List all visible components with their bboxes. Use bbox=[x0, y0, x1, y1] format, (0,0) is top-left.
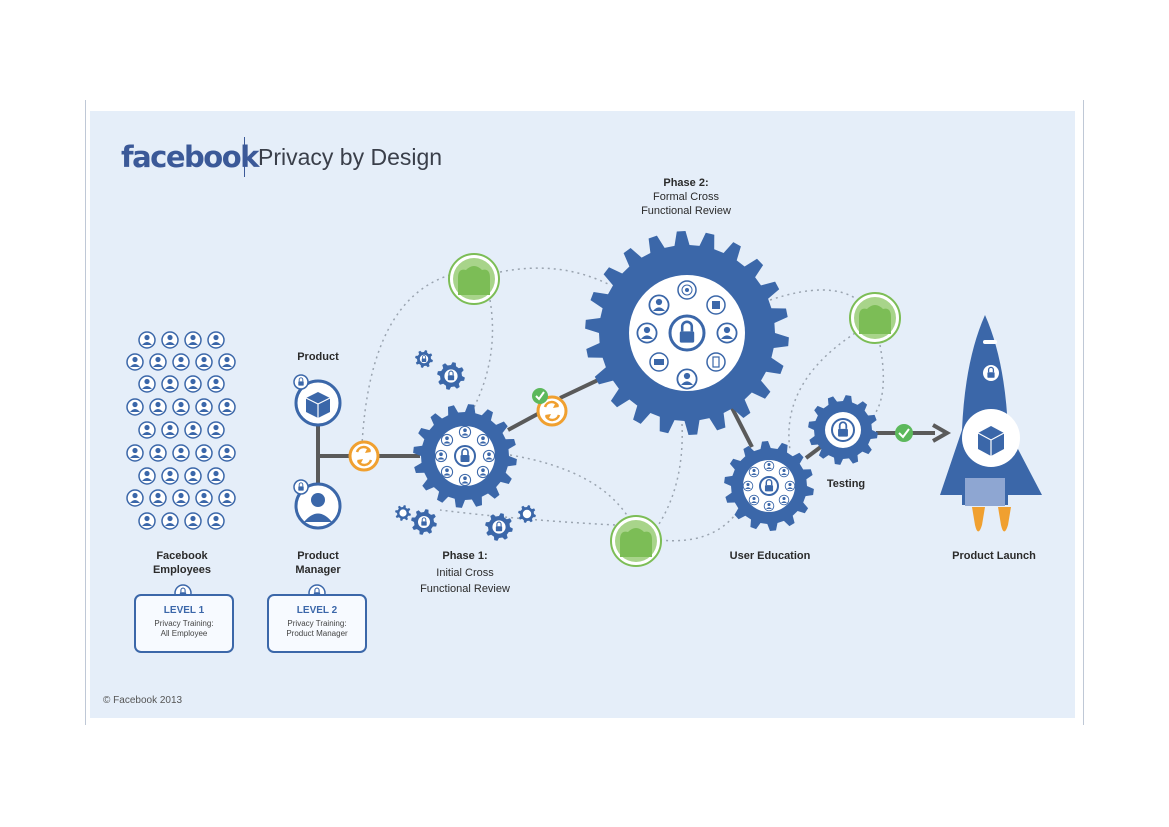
manager-line2: Manager bbox=[295, 564, 341, 576]
employee-grid bbox=[126, 331, 236, 530]
right-page-border bbox=[1083, 100, 1084, 725]
level1-box: LEVEL 1 Privacy Training: All Employee bbox=[134, 594, 234, 653]
level2-title: LEVEL 2 bbox=[296, 605, 338, 616]
left-page-border bbox=[85, 100, 86, 725]
phase2-title: Phase 2: bbox=[663, 177, 709, 189]
level1-line2: All Employee bbox=[160, 629, 208, 638]
level1-line1: Privacy Training: bbox=[154, 619, 214, 628]
facebook-logo: facebook bbox=[121, 140, 259, 174]
level1-title: LEVEL 1 bbox=[163, 605, 205, 616]
phase1-label: Phase 1: Initial Cross Functional Review bbox=[415, 549, 515, 596]
page-title: Privacy by Design bbox=[258, 144, 443, 170]
level2-line2: Product Manager bbox=[286, 629, 348, 638]
product-manager-icon bbox=[293, 479, 342, 530]
product-manager-label: Product Manager bbox=[283, 549, 353, 577]
sync-icon bbox=[348, 440, 380, 472]
rocket-icon bbox=[940, 315, 1042, 532]
level2-line1: Privacy Training: bbox=[287, 619, 347, 628]
people-group-icon bbox=[849, 292, 901, 344]
phase2-line1: Formal Cross bbox=[652, 191, 719, 203]
infographic-panel bbox=[90, 111, 1075, 718]
check-icon bbox=[532, 388, 548, 404]
phase1-title: Phase 1: bbox=[442, 550, 488, 562]
copyright-text: © Facebook 2013 bbox=[103, 695, 183, 706]
arrow-right-icon bbox=[932, 423, 952, 443]
user-education-label: User Education bbox=[729, 550, 811, 562]
product-launch-label: Product Launch bbox=[952, 550, 1036, 562]
employees-line1: Facebook bbox=[156, 550, 208, 562]
phase2-line2: Functional Review bbox=[641, 205, 731, 217]
manager-line1: Product bbox=[297, 550, 339, 562]
testing-label: Testing bbox=[826, 478, 866, 490]
gear-hub bbox=[399, 509, 407, 517]
sync-icon bbox=[536, 395, 568, 427]
people-group-icon bbox=[610, 515, 662, 567]
employees-line2: Employees bbox=[152, 564, 212, 576]
gear-hub bbox=[522, 509, 532, 519]
phase1-line2: Functional Review bbox=[420, 583, 510, 595]
level2-box: LEVEL 2 Privacy Training: Product Manage… bbox=[267, 594, 367, 653]
check-icon bbox=[895, 424, 913, 442]
phase2-label: Phase 2: Formal Cross Functional Review bbox=[636, 176, 736, 218]
people-group-icon bbox=[448, 253, 500, 305]
phase1-line1: Initial Cross bbox=[436, 567, 494, 579]
product-label: Product bbox=[297, 351, 339, 363]
header-divider bbox=[244, 137, 245, 177]
employees-label: Facebook Employees bbox=[142, 549, 222, 577]
small-gear-icon bbox=[518, 505, 536, 523]
small-gear-icon bbox=[395, 505, 411, 521]
gear-contents bbox=[420, 275, 861, 532]
product-box-icon bbox=[293, 374, 342, 427]
